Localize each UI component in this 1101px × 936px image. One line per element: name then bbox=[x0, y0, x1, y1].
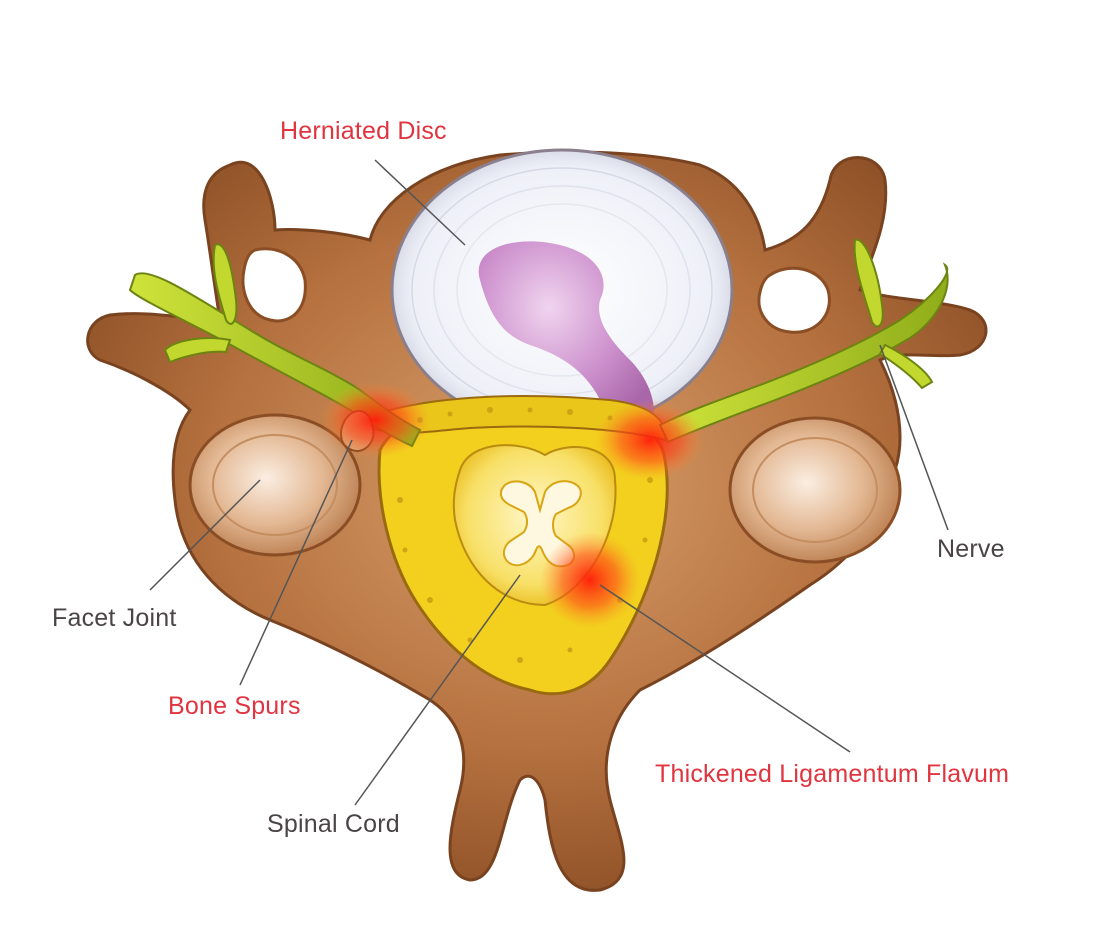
left-foramen-hole bbox=[243, 249, 305, 321]
right-facet-joint bbox=[730, 418, 900, 562]
label-bone-spurs: Bone Spurs bbox=[168, 692, 301, 721]
label-thickened-ligamentum-flavum: Thickened Ligamentum Flavum bbox=[655, 760, 1009, 789]
inflammation-right bbox=[595, 400, 705, 480]
inflammation-left bbox=[320, 382, 430, 458]
label-nerve: Nerve bbox=[937, 535, 1005, 564]
label-herniated-disc: Herniated Disc bbox=[280, 117, 447, 146]
inflammation-ligament bbox=[540, 532, 640, 628]
label-facet-joint: Facet Joint bbox=[52, 604, 176, 633]
label-spinal-cord: Spinal Cord bbox=[267, 810, 400, 839]
right-foramen-hole bbox=[759, 268, 829, 332]
